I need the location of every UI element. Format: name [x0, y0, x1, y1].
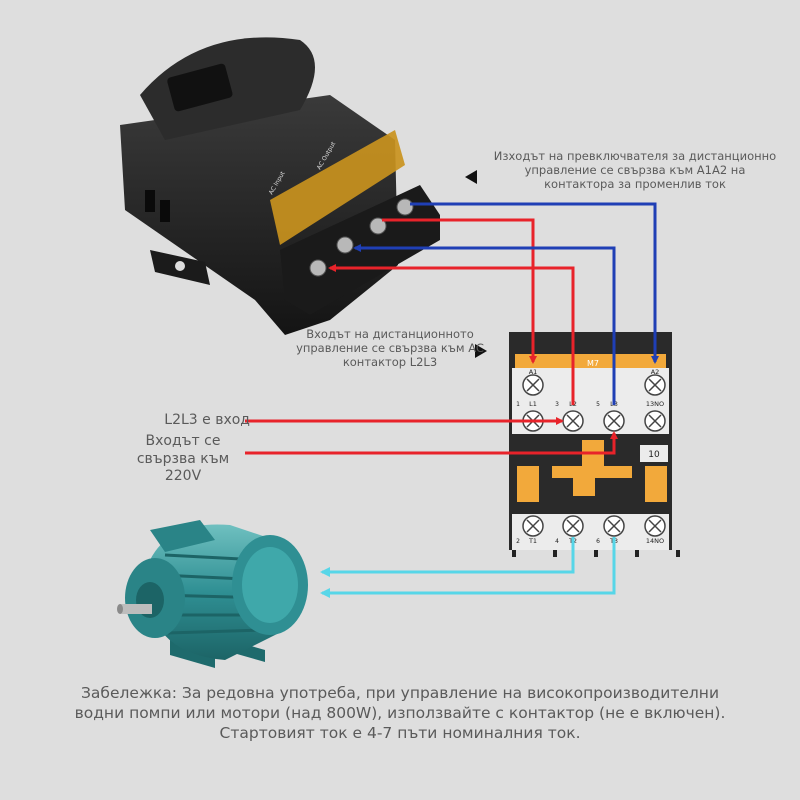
- footnote-line: Забележка: За редовна употреба, при упра…: [80, 684, 720, 702]
- wire-blue-a2: [410, 202, 659, 364]
- terminal-label: A2: [651, 368, 660, 376]
- footnote-line: водни помпи или мотори (над 800W), изпол…: [74, 704, 726, 723]
- screw-terminal: [603, 515, 625, 537]
- electric-motor: [117, 520, 308, 668]
- pointer-triangle-icon: [465, 170, 477, 184]
- terminal-number: 1: [516, 401, 520, 408]
- screw-terminal: [644, 410, 666, 432]
- screw-terminal: [522, 515, 544, 537]
- wire-cyan-t2: [320, 537, 575, 577]
- input-220v-label: Входът се свързва към 220V: [136, 433, 230, 484]
- terminal-label: L1: [529, 400, 537, 408]
- screw-terminal: [644, 515, 666, 537]
- footnote: Забележка: За редовна употреба, при упра…: [10, 683, 790, 743]
- screw-terminal: [522, 374, 544, 396]
- terminal-number: 2: [516, 538, 520, 545]
- terminal-label: T1: [528, 537, 537, 545]
- wire-blue-l3-input: [353, 244, 616, 405]
- terminal-label: 14NO: [646, 537, 664, 545]
- footnote-line: Стартовият ток е 4-7 пъти номиналния ток…: [219, 724, 581, 743]
- screw-terminal: [562, 410, 584, 432]
- ac-contactor: M7 10 A1 L1 L2 L3 13NO A2 1 3 5: [509, 332, 680, 557]
- terminal-label: A1: [529, 368, 538, 376]
- output-description: Изходът на превключвателя за дистанционн…: [493, 149, 777, 191]
- wire-cyan-t3: [320, 537, 616, 598]
- contactor-model: M7: [587, 359, 599, 368]
- input-description: Входът на дистанционното управление се с…: [296, 327, 484, 369]
- wire-red-a1: [382, 218, 537, 364]
- screw-terminal: [562, 515, 584, 537]
- terminal-number: 3: [555, 401, 559, 408]
- screw-terminal: [603, 410, 625, 432]
- wire-red-l2-input: [328, 264, 575, 405]
- terminal-number: 5: [596, 401, 600, 408]
- terminal-label: 13NO: [646, 400, 664, 408]
- screw-terminal: [644, 374, 666, 396]
- remote-switch-module: AC Input AC Output: [120, 37, 440, 335]
- pointer-triangle-icon: [475, 344, 487, 358]
- l2l3-input-label: L2L3 е вход: [164, 412, 250, 428]
- contactor-badge: 10: [648, 450, 660, 460]
- terminal-number: 4: [555, 538, 559, 545]
- terminal-number: 6: [596, 538, 600, 545]
- wire-red-feed-l3: [245, 431, 618, 455]
